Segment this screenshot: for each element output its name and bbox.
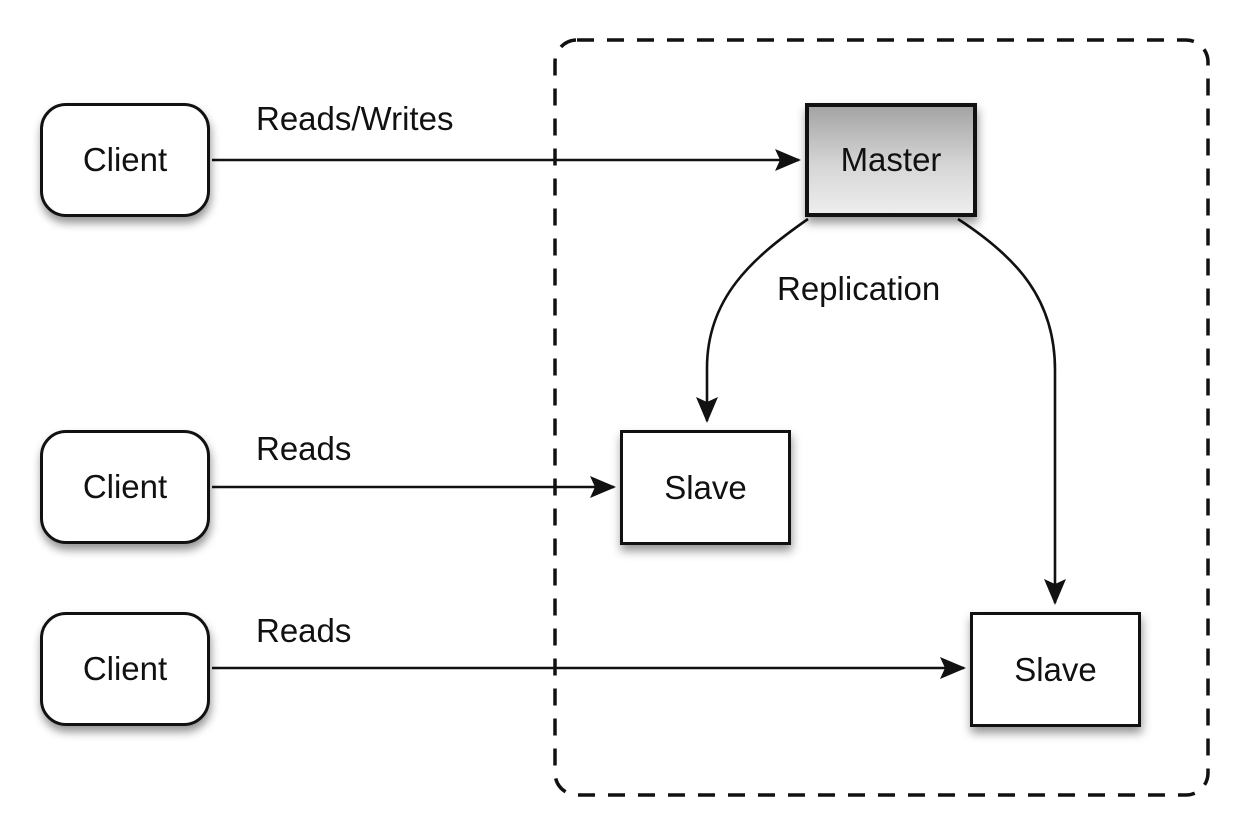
edge-label-replication: Replication xyxy=(777,270,941,307)
master-node-label: Master xyxy=(840,141,942,178)
slave-node-2: Slave xyxy=(970,612,1141,727)
edge-label-reads-mid: Reads xyxy=(256,430,352,467)
slave-node-1-label: Slave xyxy=(664,468,747,506)
client-node-1-label: Client xyxy=(82,141,168,178)
client-node-3-label: Client xyxy=(82,650,168,687)
replication-group-dashed-border xyxy=(553,38,1210,797)
edge-replication-left-arrow xyxy=(696,217,809,423)
client-node-2-label: Client xyxy=(82,468,168,505)
edge-label-reads-writes: Reads/Writes xyxy=(256,100,454,137)
client-node-3: Client xyxy=(40,612,210,726)
client-node-2: Client xyxy=(40,430,210,544)
edge-replication-right-arrow xyxy=(957,217,1066,605)
master-node: Master xyxy=(805,103,977,217)
client-node-1: Client xyxy=(40,103,210,217)
slave-node-1: Slave xyxy=(620,430,791,545)
edge-label-reads-bottom: Reads xyxy=(256,612,352,649)
slave-node-2-label: Slave xyxy=(1014,650,1097,688)
